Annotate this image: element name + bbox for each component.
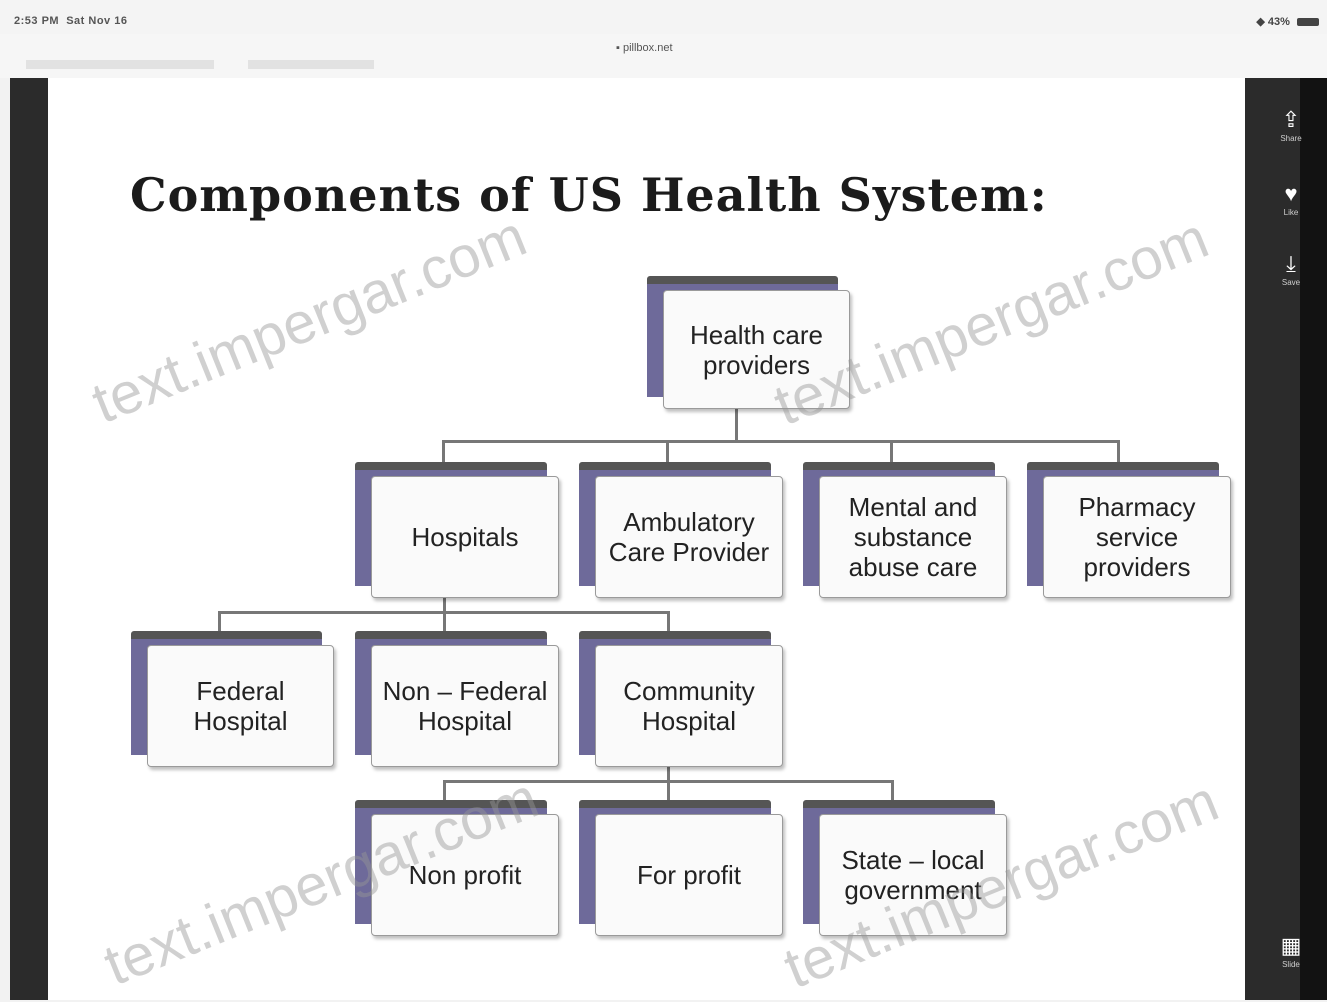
- battery-percent: 43%: [1267, 16, 1290, 28]
- node-non-federal-hospital: Non – Federal Hospital: [355, 631, 559, 767]
- node-pharmacy: Pharmacy service providers: [1027, 462, 1231, 598]
- node-federal-hospital: Federal Hospital: [131, 631, 334, 767]
- tab-placeholder[interactable]: [248, 60, 374, 69]
- status-indicators: ◆ 43%: [1256, 15, 1319, 28]
- node-ambulatory-care: Ambulatory Care Provider: [579, 462, 783, 598]
- node-hospitals: Hospitals: [355, 462, 559, 598]
- slide-grid-label: Slide: [1282, 960, 1300, 969]
- status-date: Sat Nov 16: [66, 15, 128, 27]
- status-time-date: 2:53 PM Sat Nov 16: [14, 15, 127, 27]
- node-label: Mental and substance abuse care: [819, 476, 1007, 598]
- grid-icon: ▦: [1280, 933, 1302, 958]
- status-bar: 2:53 PM Sat Nov 16 ◆ 43%: [0, 0, 1327, 34]
- viewer-left-border: [10, 78, 48, 1000]
- node-non-profit: Non profit: [355, 800, 559, 936]
- node-label: Community Hospital: [595, 645, 783, 767]
- save-button[interactable]: ⤓ Save: [1268, 252, 1314, 288]
- share-icon: ⇪: [1281, 107, 1301, 132]
- node-for-profit: For profit: [579, 800, 783, 936]
- wifi-icon: ◆: [1256, 16, 1265, 28]
- node-label: Health care providers: [663, 290, 850, 409]
- connector-line: [667, 611, 670, 631]
- browser-url-bar[interactable]: ▪ pillbox.net: [0, 34, 1327, 78]
- node-label: Non profit: [371, 814, 559, 936]
- node-label: State – local government: [819, 814, 1007, 936]
- save-label: Save: [1281, 278, 1301, 287]
- lock-icon: ▪: [616, 42, 620, 54]
- share-label: Share: [1280, 134, 1302, 143]
- connector-line: [890, 440, 893, 462]
- node-label: Non – Federal Hospital: [371, 645, 559, 767]
- node-label: Hospitals: [371, 476, 559, 598]
- connector-line: [442, 440, 1120, 443]
- connector-line: [891, 780, 894, 800]
- viewer-right-rail: [1300, 78, 1327, 1000]
- like-label: Like: [1283, 208, 1299, 217]
- connector-line: [443, 780, 446, 800]
- connector-line: [443, 611, 446, 631]
- share-button[interactable]: ⇪ Share: [1268, 108, 1314, 144]
- node-label: Federal Hospital: [147, 645, 334, 767]
- connector-line: [218, 611, 221, 631]
- node-community-hospital: Community Hospital: [579, 631, 783, 767]
- battery-icon: [1297, 18, 1319, 27]
- like-button[interactable]: ♥ Like: [1268, 182, 1314, 218]
- node-label: For profit: [595, 814, 783, 936]
- url-value: pillbox.net: [622, 42, 673, 54]
- node-state-local-government: State – local government: [803, 800, 1007, 936]
- connector-line: [666, 440, 669, 462]
- connector-line: [442, 440, 445, 462]
- connector-line: [667, 780, 670, 800]
- slide-grid-button[interactable]: ▦ Slide: [1268, 934, 1314, 970]
- connector-line: [443, 597, 446, 613]
- node-label: Ambulatory Care Provider: [595, 476, 783, 598]
- connector-line: [735, 408, 738, 442]
- download-icon: ⤓: [1286, 251, 1296, 276]
- node-label: Pharmacy service providers: [1043, 476, 1231, 598]
- tab-placeholder[interactable]: [26, 60, 214, 69]
- node-health-care-providers: Health care providers: [647, 276, 850, 409]
- connector-line: [1117, 440, 1120, 462]
- slide-title: Components of US Health System:: [130, 168, 1048, 222]
- url-text[interactable]: ▪ pillbox.net: [616, 42, 673, 54]
- node-mental-substance: Mental and substance abuse care: [803, 462, 1007, 598]
- heart-icon: ♥: [1284, 181, 1298, 206]
- viewer-right-border: [1245, 78, 1300, 1000]
- connector-line: [667, 766, 670, 782]
- status-time: 2:53 PM: [14, 15, 60, 27]
